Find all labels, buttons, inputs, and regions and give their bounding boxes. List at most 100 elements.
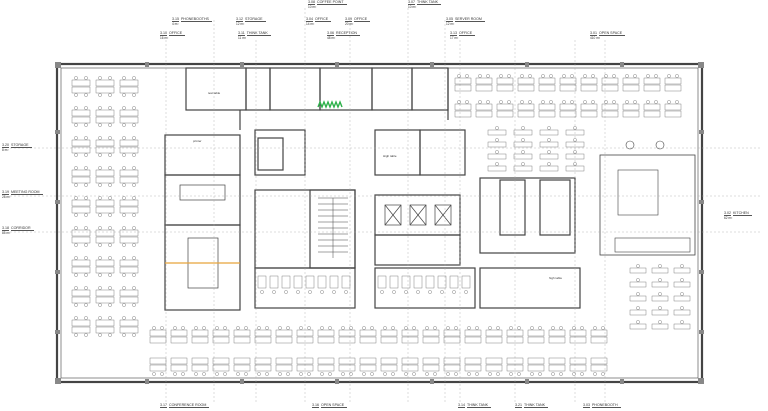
chair <box>478 74 482 78</box>
chair <box>132 106 136 110</box>
chair <box>84 303 88 307</box>
desk <box>71 109 91 117</box>
chair <box>244 372 248 376</box>
chair <box>646 100 650 104</box>
chair <box>428 290 432 294</box>
chair <box>132 196 136 200</box>
desk <box>559 110 577 118</box>
desk <box>119 116 139 124</box>
chair <box>202 372 206 376</box>
desk <box>517 110 535 118</box>
desk <box>359 364 377 372</box>
desk <box>475 84 493 92</box>
chair <box>122 196 126 200</box>
desk <box>119 169 139 177</box>
chair <box>349 326 353 330</box>
desk <box>119 259 139 267</box>
desk <box>71 79 91 87</box>
chair <box>181 326 185 330</box>
desk <box>212 336 230 344</box>
chair <box>132 93 136 97</box>
desk <box>643 77 661 85</box>
chair <box>370 372 374 376</box>
chair <box>84 166 88 170</box>
desk <box>506 357 524 365</box>
desk <box>485 357 503 365</box>
chair <box>98 333 102 337</box>
chair <box>98 196 102 200</box>
chair <box>583 100 587 104</box>
chair <box>580 372 584 376</box>
chair <box>680 264 684 268</box>
desk <box>513 141 533 148</box>
desk <box>664 103 682 111</box>
desk <box>359 329 377 337</box>
chair <box>467 326 471 330</box>
chair <box>160 372 164 376</box>
desk <box>569 336 587 344</box>
chair <box>84 243 88 247</box>
chair <box>517 326 521 330</box>
chair <box>132 333 136 337</box>
desk <box>95 206 115 214</box>
chair <box>404 372 408 376</box>
chair <box>457 74 461 78</box>
desk <box>95 139 115 147</box>
chair <box>591 100 595 104</box>
chair <box>380 290 384 294</box>
central-core <box>164 129 581 311</box>
desk <box>254 336 272 344</box>
desk <box>422 364 440 372</box>
chair <box>362 372 366 376</box>
chair <box>98 93 102 97</box>
desk <box>622 110 640 118</box>
chair <box>452 290 456 294</box>
desk <box>401 336 419 344</box>
room-label-high-table: High table <box>383 154 397 158</box>
desk <box>673 323 691 330</box>
chair <box>98 213 102 217</box>
desk <box>527 336 545 344</box>
desk <box>496 84 514 92</box>
chair <box>132 153 136 157</box>
chair <box>593 326 597 330</box>
chair <box>680 292 684 296</box>
chair <box>84 316 88 320</box>
desk <box>590 357 608 365</box>
chair <box>122 213 126 217</box>
desk <box>485 336 503 344</box>
desk <box>580 110 598 118</box>
chair <box>98 243 102 247</box>
chair <box>488 326 492 330</box>
desk <box>629 281 647 288</box>
desk <box>119 199 139 207</box>
chair <box>625 100 629 104</box>
chair <box>98 106 102 110</box>
chair <box>108 226 112 230</box>
chair <box>260 290 264 294</box>
desk <box>338 364 356 372</box>
chair <box>194 326 198 330</box>
desk-layer <box>71 74 691 376</box>
chair <box>559 326 563 330</box>
desk <box>565 153 585 160</box>
chair <box>362 326 366 330</box>
chair <box>573 162 577 166</box>
desk <box>539 129 559 136</box>
chair <box>84 286 88 290</box>
desk <box>119 206 139 214</box>
chair <box>122 93 126 97</box>
desk <box>95 86 115 94</box>
desk <box>296 336 314 344</box>
chair <box>612 74 616 78</box>
chair <box>530 372 534 376</box>
chair <box>521 150 525 154</box>
chair <box>425 326 429 330</box>
chair <box>521 162 525 166</box>
